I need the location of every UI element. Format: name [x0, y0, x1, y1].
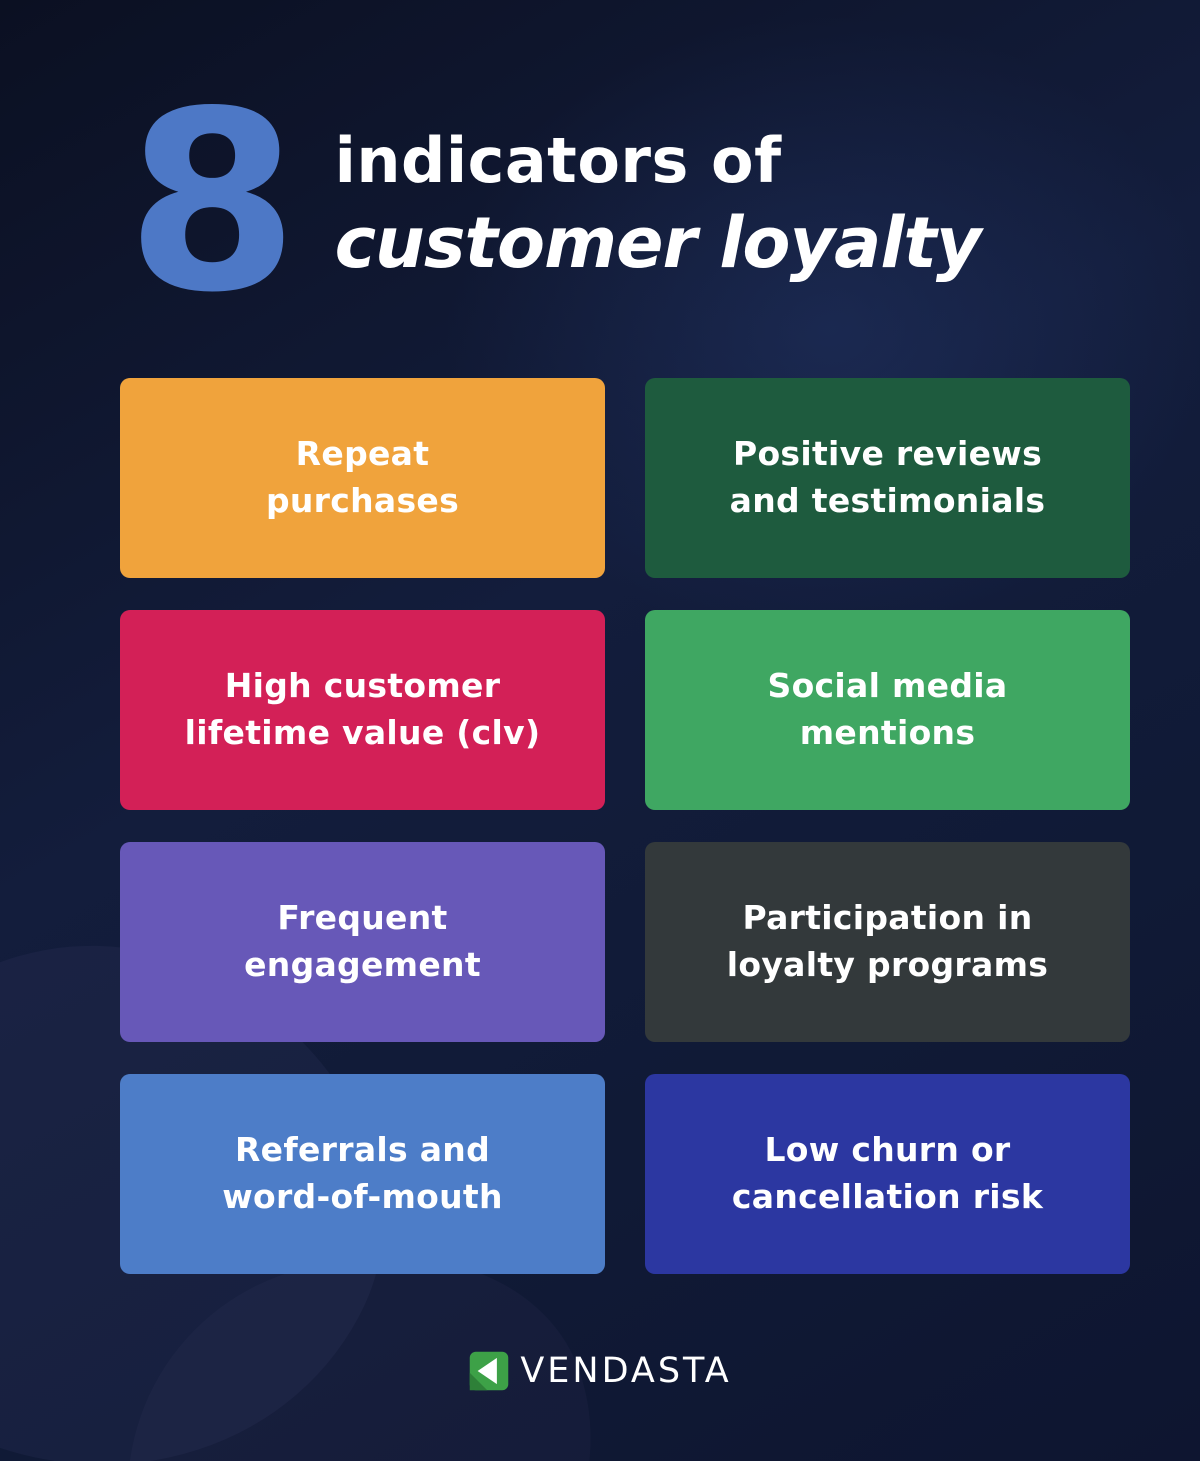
card-label-line: purchases	[265, 481, 460, 520]
card-label-line: and testimonials	[729, 481, 1046, 520]
card-label-line: loyalty programs	[726, 945, 1049, 984]
card-label-line: mentions	[799, 713, 976, 752]
brand-name: VENDASTA	[520, 1351, 732, 1391]
card-loyalty-programs: Participation in loyalty programs	[645, 842, 1130, 1042]
big-number-8: 8	[126, 59, 299, 347]
card-frequent-engagement: Frequent engagement	[120, 842, 605, 1042]
card-low-churn: Low churn or cancellation risk	[645, 1074, 1130, 1274]
card-label-line: Repeat	[295, 434, 430, 474]
card-label-line: Referrals and	[234, 1130, 491, 1170]
card-repeat-purchases: Repeat purchases	[120, 378, 605, 578]
card-label-line: engagement	[244, 945, 481, 984]
card-label-line: Frequent	[277, 898, 448, 938]
cards-grid: Repeat purchases Positive reviews and te…	[120, 378, 1130, 1274]
card-label-line: Positive reviews	[732, 434, 1043, 474]
card-label-line: Low churn or	[764, 1130, 1011, 1170]
card-social-media-mentions: Social media mentions	[645, 610, 1130, 810]
title-block: indicators of customer loyalty	[334, 124, 982, 284]
card-high-customer-clv: High customer lifetime value (clv)	[120, 610, 605, 810]
card-label-line: Social media	[767, 666, 1008, 706]
title-line-1: indicators of	[334, 124, 782, 197]
card-label-line: word-of-mouth	[222, 1177, 503, 1216]
header: 8 indicators of customer loyalty	[126, 59, 982, 347]
footer: VENDASTA	[0, 1350, 1200, 1392]
card-referrals-word-of-mouth: Referrals and word-of-mouth	[120, 1074, 605, 1274]
card-label-line: lifetime value (clv)	[184, 713, 541, 752]
card-label-line: High customer	[224, 666, 501, 706]
title-line-2: customer loyalty	[334, 202, 982, 284]
card-label-line: Participation in	[742, 898, 1033, 938]
card-positive-reviews: Positive reviews and testimonials	[645, 378, 1130, 578]
vendasta-logo-icon	[470, 1351, 509, 1391]
card-label-line: cancellation risk	[731, 1177, 1044, 1216]
